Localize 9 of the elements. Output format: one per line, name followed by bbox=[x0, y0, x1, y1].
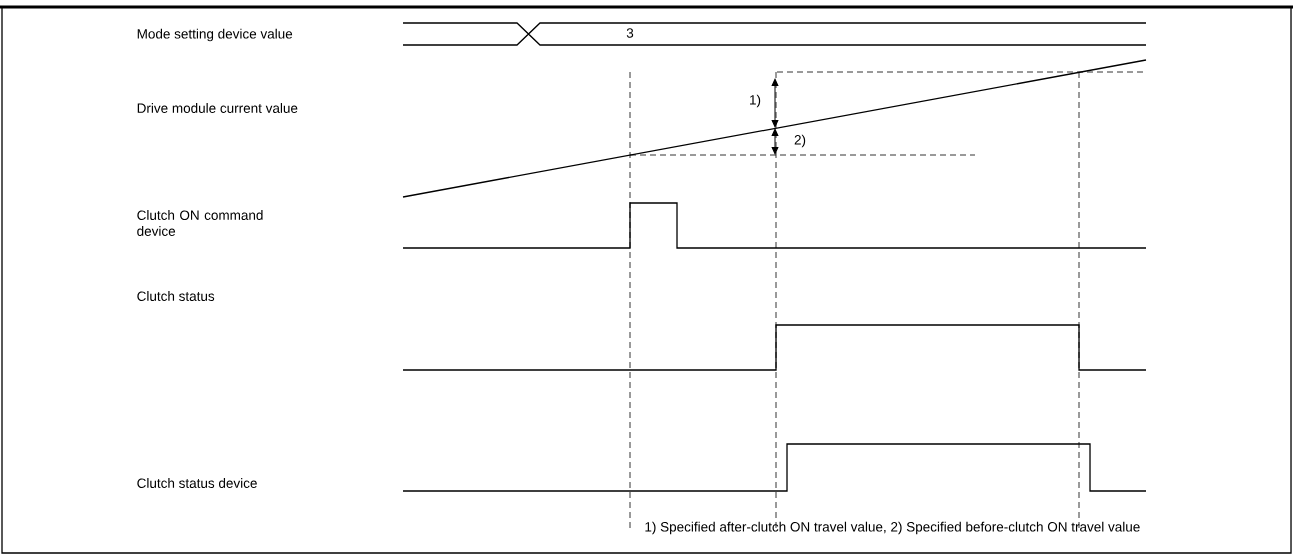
signal-name: Clutch status bbox=[137, 291, 215, 301]
dimension-label: 2) bbox=[794, 134, 806, 148]
footnote: 1) Specified after-clutch ON travel value, 2) Specified before-clutch ON travel value bbox=[645, 521, 1140, 535]
bus-value: 3 bbox=[626, 28, 634, 38]
signal-name: Clutch ON command device bbox=[137, 210, 263, 236]
signal-name: Clutch status device bbox=[137, 478, 257, 488]
signal-name: Drive module current value bbox=[137, 103, 298, 113]
dimension-label: 1) bbox=[750, 94, 761, 108]
signal-name: Mode setting device value bbox=[137, 28, 293, 42]
